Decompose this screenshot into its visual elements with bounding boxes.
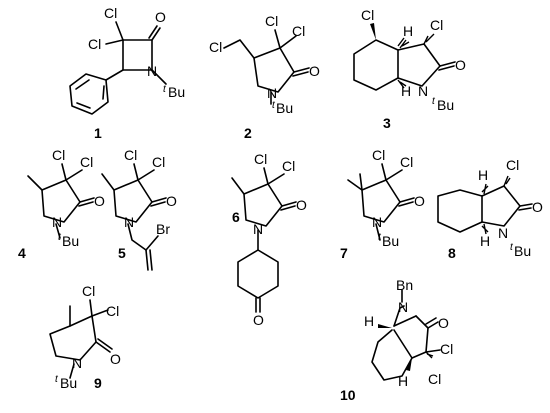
compound-number: 1 [94,125,102,141]
compound-8: H Cl O H N t Bu 8 [437,157,543,261]
compound-7: Cl Cl O N t Bu 7 [340,147,425,261]
hydrogen-atom: H [478,167,488,183]
butyl-group: Bu [276,100,293,116]
tert-prefix: t [55,374,59,385]
chlorine-atom: Cl [52,147,65,163]
hydrogen-atom: H [398,373,408,389]
oxygen-atom: O [166,193,177,209]
butyl-group: Bu [437,97,454,113]
oxygen-atom: O [94,193,105,209]
compound-number: 3 [383,115,391,131]
compound-number: 9 [94,375,102,391]
hydrogen-atom: H [401,83,411,99]
chlorine-atom: Cl [292,23,305,39]
compound-number: 10 [340,387,356,403]
chlorine-atom: Cl [152,154,165,170]
nitrogen-atom: N [52,214,62,230]
chlorine-atom: Cl [430,17,443,33]
nitrogen-atom: N [72,355,82,371]
tert-prefix: t [432,96,436,107]
compound-3: Cl H Cl O H N t Bu 3 [353,7,466,131]
compound-number: 6 [232,209,240,225]
oxygen-atom: O [253,312,264,328]
hydrogen-atom: H [364,313,374,329]
hydrogen-atom: H [403,23,413,39]
nitrogen-atom: N [372,214,382,230]
chlorine-atom: Cl [106,303,119,319]
hydrogen-atom: H [480,233,490,249]
nitrogen-atom: N [398,299,408,315]
compound-2: Cl Cl Cl O N t Bu 2 [209,13,320,141]
tert-prefix: t [378,232,382,243]
butyl-group: Bu [62,233,79,249]
oxygen-atom: O [438,315,449,331]
compound-10: Bn H N O Cl Cl H 10 [340,277,453,403]
chlorine-atom: Cl [124,147,137,163]
oxygen-atom: O [296,197,307,213]
butyl-group: Bu [168,84,185,100]
tert-prefix: t [272,100,276,111]
tert-prefix: t [58,232,62,243]
chlorine-atom: Cl [80,154,93,170]
chlorine-atom: Cl [506,157,519,173]
compound-4: Cl Cl O N t Bu 4 [18,147,105,261]
chlorine-atom: Cl [104,5,117,21]
nitrogen-atom: N [147,63,157,79]
oxygen-atom: O [414,193,425,209]
tert-prefix: t [163,84,167,95]
chlorine-atom: Cl [88,36,101,52]
compound-6: Cl Cl O N O 6 [231,151,307,328]
chlorine-atom: Cl [440,341,453,357]
oxygen-atom: O [155,9,166,25]
chlorine-atom: Cl [372,147,385,163]
chlorine-atom: Cl [400,154,413,170]
chlorine-atom: Cl [428,371,441,387]
butyl-group: Bu [60,375,77,391]
nitrogen-atom: N [124,214,134,230]
compound-1: O Cl Cl N t Bu 1 [69,5,185,141]
chlorine-atom: Cl [361,7,374,23]
oxygen-atom: O [110,351,121,367]
nitrogen-atom: N [498,225,508,241]
chlorine-atom: Cl [265,13,278,29]
compound-number: 7 [340,245,348,261]
chlorine-atom: Cl [254,151,267,167]
compound-number: 5 [118,245,126,261]
chlorine-atom: Cl [282,158,295,174]
nitrogen-atom: N [267,85,277,101]
oxygen-atom: O [455,57,466,73]
compound-number: 8 [448,245,456,261]
benzyl-group: Bn [396,277,413,293]
nitrogen-atom: N [253,221,263,237]
compound-number: 2 [244,125,252,141]
oxygen-atom: O [532,199,543,215]
compound-9: Cl Cl O N t Bu 9 [49,283,121,391]
compound-number: 4 [18,245,26,261]
compound-5: Cl Cl O N Br 5 [101,147,177,271]
chlorine-atom: Cl [209,39,222,55]
chlorine-atom: Cl [82,283,95,299]
nitrogen-atom: N [418,83,428,99]
oxygen-atom: O [309,63,320,79]
butyl-group: Bu [382,233,399,249]
tert-prefix: t [510,242,514,253]
bromine-atom: Br [156,221,170,237]
butyl-group: Bu [514,243,531,259]
